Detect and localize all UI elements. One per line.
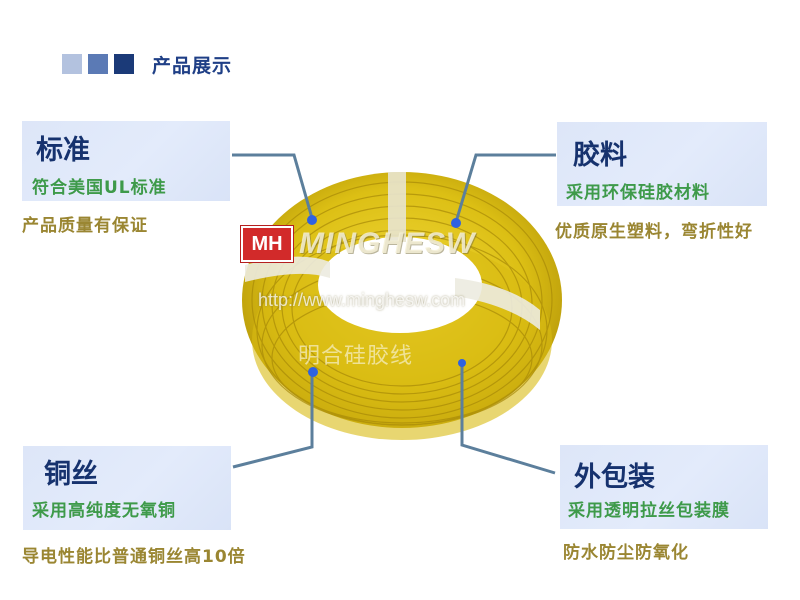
header-square-mid [88,54,108,74]
label-box-material [557,122,767,206]
label-box-packaging [560,445,768,529]
label-note-standard: 产品质量有保证 [22,216,148,236]
label-note-packaging: 防水防尘防氧化 [563,543,689,563]
watermark-chinese: 明合硅胶线 [298,344,414,369]
header-square-dark [114,54,134,74]
brand-name: MINGHESW [299,227,476,260]
watermark-url: http://www.minghesw.com [258,290,466,310]
label-title-copper: 铜丝 [44,459,98,490]
header-square-light [62,54,82,74]
brand-watermark: MH MINGHESW [240,225,476,263]
brand-logo: MH [240,225,294,263]
label-subtitle-material: 采用环保硅胶材料 [566,183,710,203]
label-subtitle-standard: 符合美国UL标准 [32,178,167,198]
label-box-copper [23,446,231,530]
label-title-standard: 标准 [36,135,90,166]
section-header: 产品展示 [62,52,233,77]
label-subtitle-packaging: 采用透明拉丝包装膜 [568,501,730,521]
label-box-standard [22,121,230,201]
label-note-copper: 导电性能比普通铜丝高10倍 [22,547,246,567]
label-subtitle-copper: 采用高纯度无氧铜 [32,501,176,521]
page-title: 产品展示 [152,54,233,77]
label-title-material: 胶料 [573,140,627,171]
label-title-packaging: 外包装 [574,462,655,493]
label-note-material: 优质原生塑料，弯折性好 [555,222,753,242]
